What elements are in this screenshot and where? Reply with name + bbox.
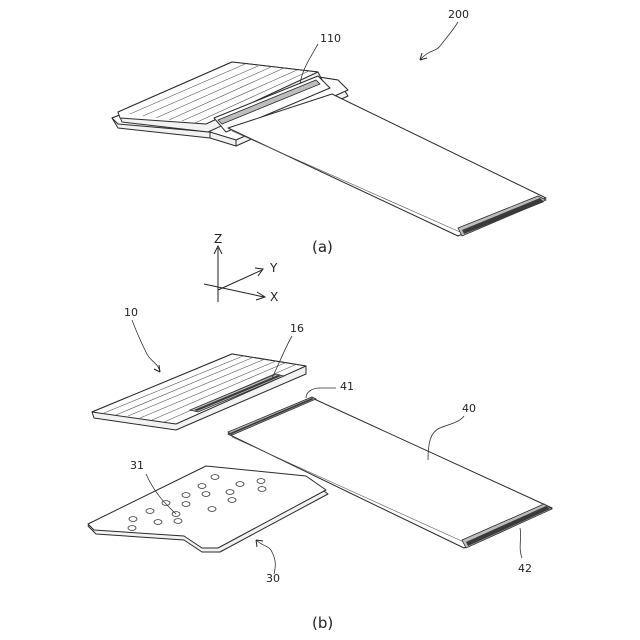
figure-b: 10 16 — [88, 306, 552, 632]
label-31: 31 — [130, 459, 144, 472]
label-10: 10 — [124, 306, 138, 319]
leader-42 — [520, 528, 522, 558]
y-axis-arrowhead — [255, 268, 263, 276]
caption-a: (a) — [312, 238, 333, 256]
coordinate-axes: Z Y X — [204, 232, 278, 304]
label-16: 16 — [290, 322, 304, 335]
leader-41 — [306, 388, 336, 398]
label-200: 200 — [448, 8, 469, 21]
leader-30 — [256, 540, 275, 574]
label-42: 42 — [518, 562, 532, 575]
x-axis — [204, 284, 264, 297]
y-axis — [218, 270, 262, 290]
figure-a: 110 200 (a) — [112, 8, 546, 256]
label-40: 40 — [462, 402, 476, 415]
axis-label-x: X — [270, 290, 278, 304]
axis-label-y: Y — [269, 261, 278, 275]
label-41: 41 — [340, 380, 354, 393]
leader-200 — [420, 22, 458, 60]
flat-cable-40 — [228, 397, 552, 548]
axis-label-z: Z — [214, 232, 222, 246]
caption-b: (b) — [312, 614, 333, 632]
label-110: 110 — [320, 32, 341, 45]
assembly-flat-cable — [228, 94, 546, 236]
base-plate-30 — [88, 466, 328, 552]
label-30: 30 — [266, 572, 280, 585]
leader-10 — [132, 320, 160, 372]
